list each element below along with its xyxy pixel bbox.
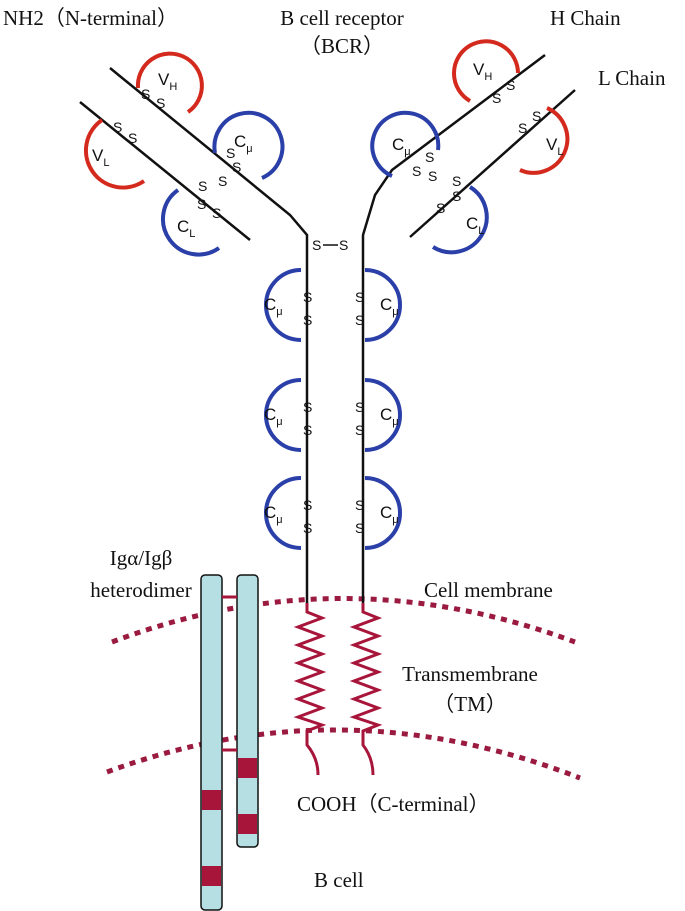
heavy-chain-right: [361, 54, 546, 603]
disulfide-s: S: [113, 119, 122, 135]
cmu-label-left-3: Cμ: [264, 503, 283, 526]
cmu-domain-right-2: [364, 378, 402, 452]
light-chain-left: [79, 101, 251, 241]
disulfide-s: S: [198, 178, 207, 194]
cmu-domain-right-3: [364, 476, 402, 550]
transmembrane-label-line1: Transmembrane: [402, 662, 538, 686]
tm-coil-right: [349, 603, 383, 776]
disulfide-s: S: [412, 163, 421, 179]
vh-domain-right: [452, 39, 520, 103]
heavy-chain-stems: [79, 54, 576, 603]
disulfide-s: S: [226, 145, 235, 161]
disulfide-s: S: [156, 95, 165, 111]
cl-label-right: CL: [466, 214, 484, 237]
ig-beta-itam: [238, 758, 257, 778]
cmu-domain-right-1: [364, 268, 402, 342]
cmu-label-left-1: Cμ: [264, 295, 283, 318]
ig-alpha-bar: [200, 574, 223, 911]
vh-label-left: VH: [158, 70, 177, 93]
cmu-label-arm-right: Cμ: [392, 135, 411, 158]
disulfide-s: S: [428, 168, 437, 184]
ig-heterodimer-label-line2: heterodimer: [90, 578, 192, 602]
disulfide-s: S: [355, 289, 364, 305]
disulfide-s: S: [128, 130, 137, 146]
disulfide-s: S: [232, 159, 241, 175]
h-chain-label: H Chain: [550, 6, 621, 30]
heavy-chain-left: [109, 67, 309, 603]
transmembrane-label-line2: （TM）: [433, 692, 507, 716]
cmu-domain-left-3: [264, 476, 302, 550]
cmu-label-arm-left: Cμ: [234, 132, 253, 155]
disulfide-s: S: [518, 120, 527, 136]
cmu-domain-left-2: [264, 378, 302, 452]
domain-labels: VH VL Cμ CL VH VL Cμ CL Cμ Cμ Cμ Cμ Cμ C…: [92, 60, 563, 526]
bcr-title-line2: （BCR）: [299, 34, 385, 58]
cl-label-left: CL: [177, 217, 195, 240]
membrane-inner: [106, 727, 581, 781]
disulfide-s: S: [212, 205, 221, 221]
c-terminal-label: COOH（C-terminal）: [297, 792, 490, 816]
disulfide-s: S: [452, 173, 461, 189]
vh-label-right: VH: [473, 60, 492, 83]
disulfide-s: S: [355, 312, 364, 328]
disulfide-s: S: [141, 86, 150, 102]
ig-beta-itam: [238, 814, 257, 834]
disulfide-s: S: [355, 422, 364, 438]
disulfide-s: S: [197, 196, 206, 212]
light-chain-right: [409, 89, 576, 238]
vl-domain-right: [519, 106, 570, 175]
cmu-label-right-3: Cμ: [380, 503, 399, 526]
disulfide-s: S: [425, 149, 434, 165]
disulfide-s: S: [303, 497, 312, 513]
vl-domain-left: [83, 118, 146, 190]
bcr-title-line1: B cell receptor: [280, 6, 404, 30]
cmu-label-left-2: Cμ: [264, 405, 283, 428]
disulfide-s: S: [303, 422, 312, 438]
disulfide-s: S: [303, 399, 312, 415]
disulfide-s: S: [355, 497, 364, 513]
vl-label-left: VL: [92, 146, 109, 169]
cmu-domain-arm-left: [212, 110, 285, 180]
disulfide-s: S: [355, 520, 364, 536]
disulfide-s: S: [218, 173, 227, 189]
ig-alpha-beta-heterodimer: [200, 574, 259, 911]
b-cell-label: B cell: [314, 868, 364, 892]
disulfide-s: S: [436, 200, 445, 216]
ig-heterodimer-label-line1: Igα/Igβ: [109, 546, 173, 570]
vh-domain-left: [135, 51, 204, 114]
cmu-label-right-1: Cμ: [380, 295, 399, 318]
disulfide-s: S: [506, 77, 515, 93]
ig-alpha-itam: [202, 790, 221, 810]
vl-label-right: VL: [546, 135, 563, 158]
n-terminal-label: NH2（N-terminal）: [3, 6, 178, 30]
disulfide-s: S: [312, 237, 321, 253]
ig-alpha-itam: [202, 866, 221, 886]
membrane-outer: [111, 596, 576, 645]
disulfide-s: S: [303, 312, 312, 328]
tm-coil-left: [293, 603, 327, 776]
disulfide-s: S: [339, 237, 348, 253]
l-chain-label: L Chain: [598, 66, 666, 90]
disulfide-s: S: [452, 188, 461, 204]
cl-domain-right: [431, 185, 489, 255]
disulfide-s: S: [532, 108, 541, 124]
cmu-domain-arm-right: [370, 110, 441, 178]
transmembrane-region: [293, 603, 383, 776]
variable-domains: [83, 39, 570, 190]
cmu-label-right-2: Cμ: [380, 405, 399, 428]
disulfide-s: S: [303, 289, 312, 305]
cmu-domain-left-1: [264, 268, 302, 342]
disulfide-s: S: [355, 399, 364, 415]
ig-beta-bar: [236, 574, 259, 848]
cl-domain-left: [160, 188, 221, 257]
disulfide-bonds: S S S S S S S S S S S S S S S S S S S S …: [113, 77, 541, 536]
cell-membrane-label: Cell membrane: [424, 578, 553, 602]
disulfide-s: S: [303, 520, 312, 536]
constant-domains: [160, 110, 489, 550]
disulfide-s: S: [492, 90, 501, 106]
